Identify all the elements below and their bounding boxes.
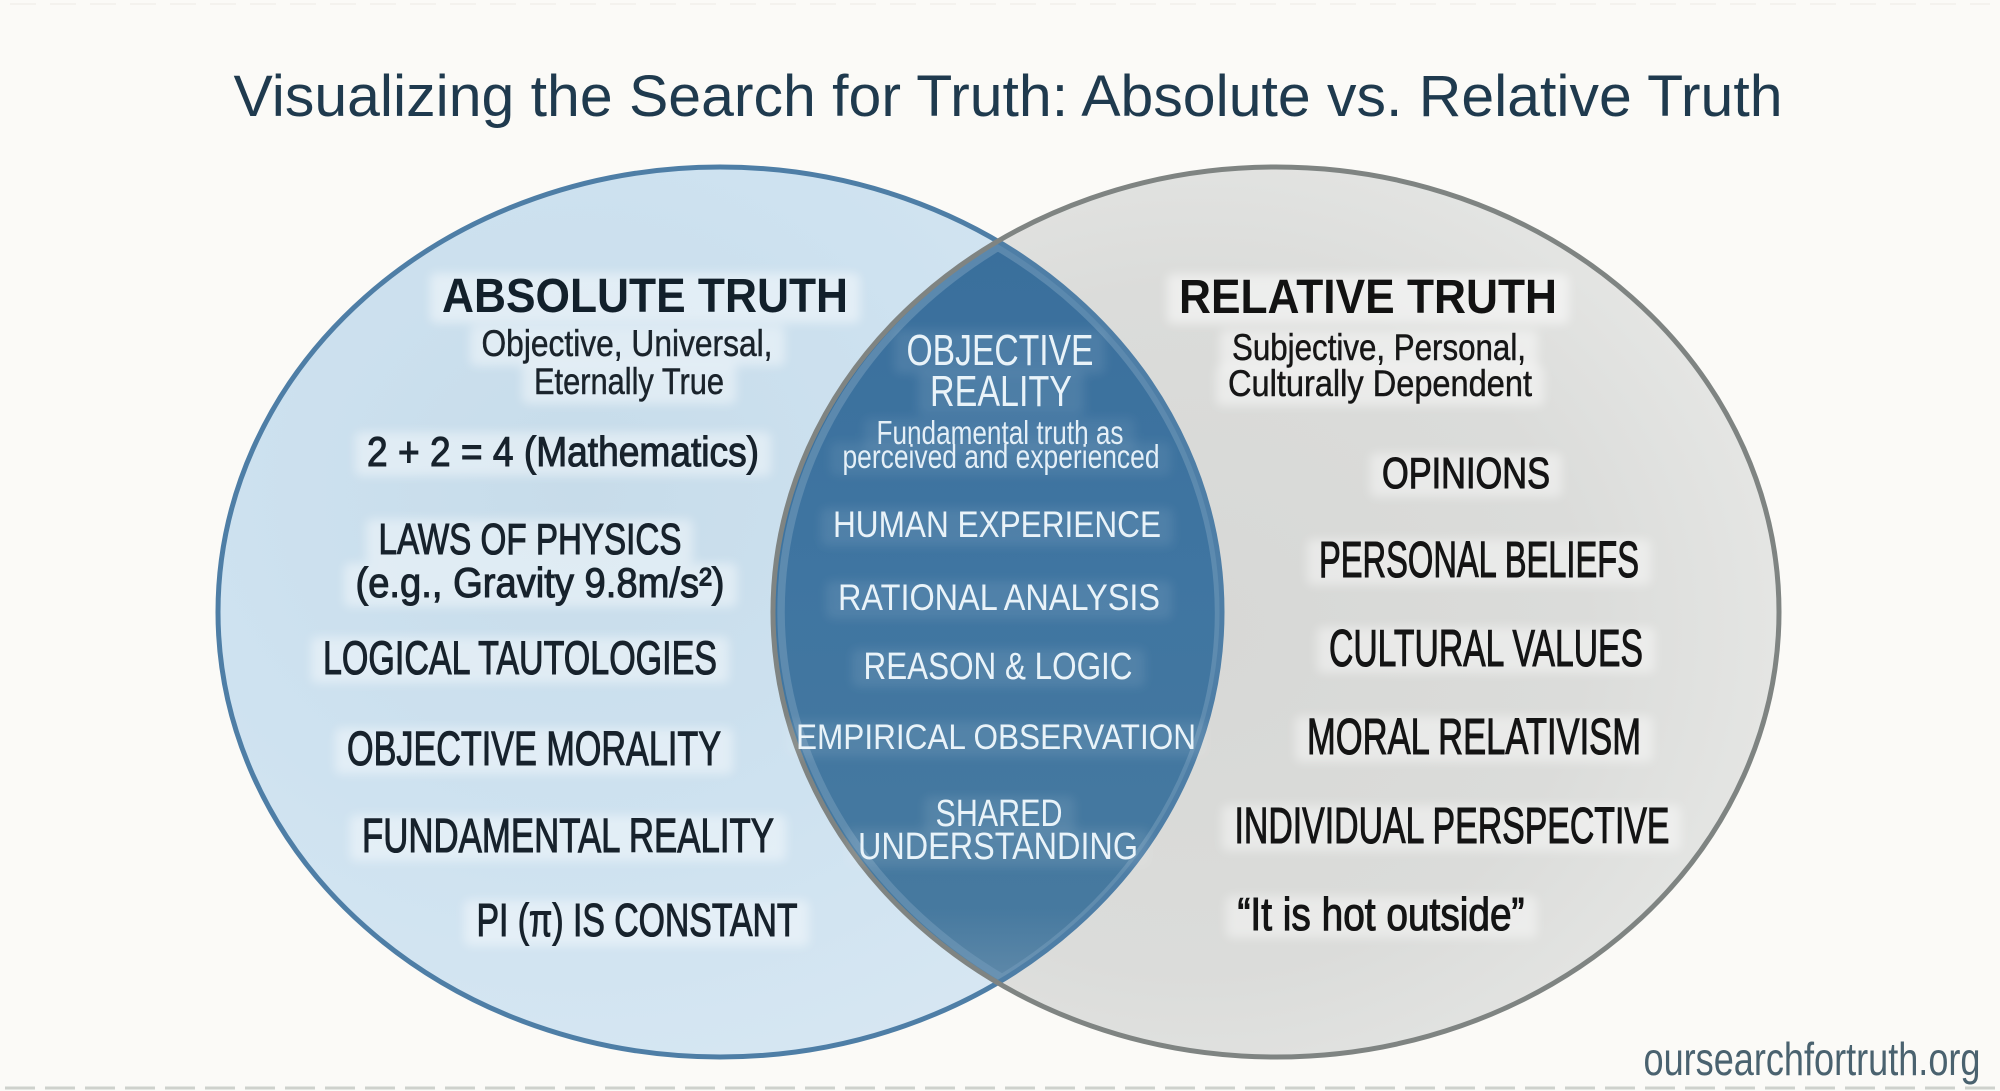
svg-text:Fundamental truth as: Fundamental truth as bbox=[877, 414, 1124, 451]
svg-text:CULTURAL VALUES: CULTURAL VALUES bbox=[1329, 620, 1643, 678]
svg-text:LOGICAL TAUTOLOGIES: LOGICAL TAUTOLOGIES bbox=[323, 631, 717, 684]
svg-text:LAWS OF PHYSICS: LAWS OF PHYSICS bbox=[379, 515, 682, 564]
svg-text:Subjective, Personal,: Subjective, Personal, bbox=[1232, 327, 1526, 368]
svg-text:PERSONAL BELIEFS: PERSONAL BELIEFS bbox=[1319, 531, 1639, 588]
svg-text:perceived and experienced: perceived and experienced bbox=[843, 438, 1160, 475]
svg-text:REASON & LOGIC: REASON & LOGIC bbox=[864, 646, 1133, 688]
svg-text:RATIONAL ANALYSIS: RATIONAL ANALYSIS bbox=[838, 577, 1160, 618]
svg-text:UNDERSTANDING: UNDERSTANDING bbox=[858, 826, 1138, 868]
svg-text:RELATIVE TRUTH: RELATIVE TRUTH bbox=[1179, 271, 1557, 324]
svg-text:FUNDAMENTAL REALITY: FUNDAMENTAL REALITY bbox=[362, 810, 774, 863]
svg-text:oursearchfortruth.org: oursearchfortruth.org bbox=[1644, 1033, 1981, 1085]
svg-text:Eternally True: Eternally True bbox=[534, 361, 724, 402]
svg-text:REALITY: REALITY bbox=[930, 367, 1072, 416]
svg-text:HUMAN EXPERIENCE: HUMAN EXPERIENCE bbox=[833, 504, 1161, 545]
svg-text:Objective, Universal,: Objective, Universal, bbox=[482, 323, 773, 364]
svg-text:MORAL RELATIVISM: MORAL RELATIVISM bbox=[1307, 708, 1641, 765]
svg-text:OBJECTIVE: OBJECTIVE bbox=[907, 326, 1094, 375]
svg-text:OBJECTIVE MORALITY: OBJECTIVE MORALITY bbox=[347, 723, 721, 776]
svg-text:Culturally Dependent: Culturally Dependent bbox=[1228, 363, 1533, 404]
svg-text:PI (π) IS CONSTANT: PI (π) IS CONSTANT bbox=[477, 894, 798, 946]
svg-text:EMPIRICAL OBSERVATION: EMPIRICAL OBSERVATION bbox=[796, 718, 1196, 757]
svg-text:ABSOLUTE TRUTH: ABSOLUTE TRUTH bbox=[442, 270, 848, 323]
svg-text:2 + 2 = 4 (Mathematics): 2 + 2 = 4 (Mathematics) bbox=[367, 428, 759, 475]
svg-text:“It is hot outside”: “It is hot outside” bbox=[1238, 888, 1525, 940]
svg-text:(e.g., Gravity 9.8m/s²): (e.g., Gravity 9.8m/s²) bbox=[356, 559, 725, 606]
svg-text:OPINIONS: OPINIONS bbox=[1382, 449, 1550, 498]
svg-text:INDIVIDUAL PERSPECTIVE: INDIVIDUAL PERSPECTIVE bbox=[1235, 797, 1670, 854]
svg-text:Visualizing the Search for Tru: Visualizing the Search for Truth: Absolu… bbox=[234, 64, 1783, 129]
svg-text:SHARED: SHARED bbox=[936, 793, 1063, 835]
